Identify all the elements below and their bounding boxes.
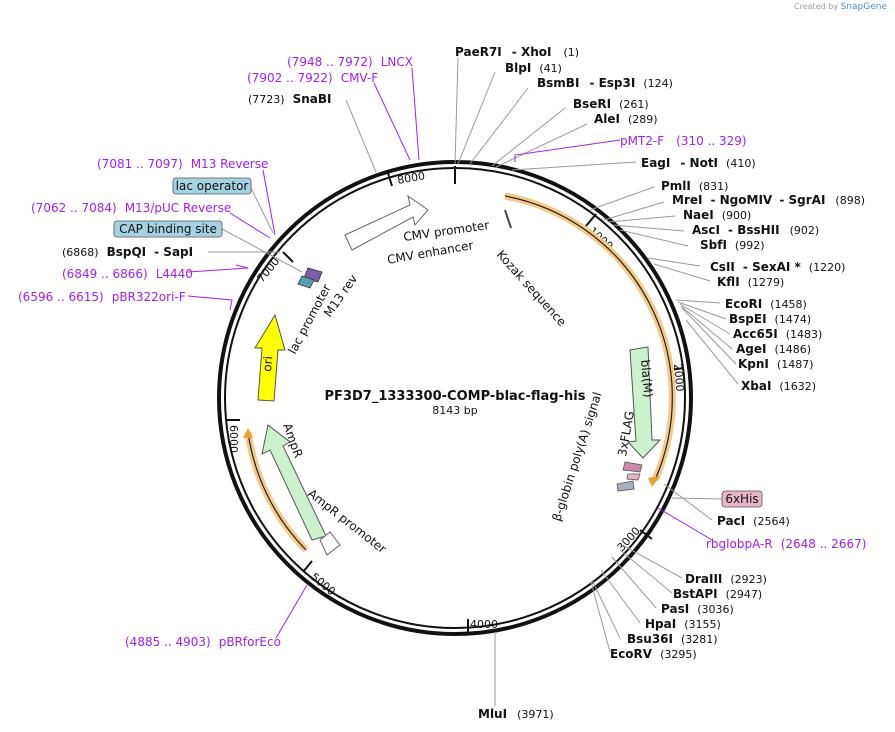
- cap-binding-box: [113, 220, 223, 238]
- enzyme-labels: PaeR7I- XhoI(1) BlpI(41) BsmBI- Esp3I(12…: [62, 45, 865, 721]
- enzyme-leaders: [208, 57, 739, 706]
- snapgene-credit: Created by SnapGene: [794, 2, 887, 12]
- primer-cmv-f: (7902 .. 7922)CMV-F: [247, 71, 378, 85]
- his-box: [721, 490, 763, 508]
- orf-arrowhead: [648, 476, 660, 487]
- ori-arrow: [254, 313, 286, 402]
- primer-labels: (7948 .. 7972)LNCX (7902 .. 7922)CMV-F p…: [18, 55, 866, 649]
- tick-1000: [585, 213, 597, 227]
- enzyme-kpni: KpnI(1487): [738, 357, 813, 371]
- enzyme-agei: AgeI(1486): [736, 342, 811, 356]
- label-bla: bla(M): [638, 359, 655, 398]
- lac-operator-box: [172, 177, 252, 195]
- orf-line: [504, 195, 673, 481]
- enzyme-bspqi-sapi: (6868)BspQI- SapI: [62, 245, 193, 259]
- m13rev-feature: [297, 275, 315, 289]
- bla-gene-arrow: [626, 346, 662, 459]
- enzyme-acc65i: Acc65I(1483): [733, 327, 822, 341]
- primer-m13-reverse: (7081 .. 7097)M13 Reverse: [97, 157, 268, 171]
- primer-l4440: (6849 .. 6866)L4440: [62, 267, 193, 281]
- primer-lncx: (7948 .. 7972)LNCX: [287, 55, 413, 69]
- enzyme-blpi: BlpI(41): [505, 61, 562, 75]
- enzyme-paer7i-xhoi: PaeR7I- XhoI(1): [455, 45, 579, 59]
- enzyme-alei: AleI(289): [594, 112, 658, 126]
- enzyme-sbfi: SbfI(992): [700, 238, 765, 252]
- enzyme-bstapi: BstAPI(2947): [673, 587, 762, 601]
- label-polya: β-globin poly(A) signal: [550, 390, 605, 523]
- label-6xhis: 6xHis: [725, 492, 758, 506]
- flag-tag: [622, 461, 643, 473]
- tick-3000: [639, 529, 653, 540]
- label-cmv-enhancer: CMV enhancer: [386, 238, 474, 267]
- credit-prefix: Created by: [794, 2, 839, 11]
- enzyme-asci-bsshii: AscI- BssHII(902): [692, 223, 819, 237]
- enzyme-mrei-ngomiv-sgrai: MreI- NgoMIV- SgrAI(898): [672, 193, 865, 207]
- enzyme-draiii: DraIII(2923): [685, 572, 767, 586]
- primer-pbrforeco: (4885 .. 4903)pBRforEco: [125, 635, 281, 649]
- enzyme-bseri: BseRI(261): [573, 97, 649, 111]
- label-cap-binding: CAP binding site: [119, 222, 217, 236]
- label-kozak: Kozak sequence: [494, 248, 569, 329]
- cmv-arrow: [344, 194, 429, 251]
- ampr-promoter-arrow: [319, 531, 341, 556]
- plasmid-name: PF3D7_1333300-COMP-blac-flag-his: [325, 389, 586, 404]
- enzyme-pmli: PmlI(831): [661, 179, 728, 193]
- primer-leaders: [187, 67, 713, 639]
- enzyme-bspei: BspEI(1474): [729, 312, 811, 326]
- enzyme-hpai: HpaI(3155): [645, 617, 721, 631]
- enzyme-pasi: PasI(3036): [661, 602, 734, 616]
- tick-8000: [387, 172, 393, 187]
- label-ori: ori: [260, 355, 275, 372]
- enzyme-kfli: KflI(1279): [717, 275, 784, 289]
- enzyme-ecorv: EcoRV(3295): [610, 647, 697, 661]
- kozak-marker: [504, 209, 512, 229]
- enzyme-mlui: MluI(3971): [478, 707, 554, 721]
- plasmid-length: 8143 bp: [432, 404, 477, 417]
- enzyme-xbai: XbaI(1632): [741, 379, 816, 393]
- enzyme-paci: PacI(2564): [717, 514, 790, 528]
- primer-rbglobpa-r: rbglobpA-R(2648 .. 2667): [706, 537, 866, 551]
- tick-7000: [282, 251, 294, 263]
- primer-m13-puc-reverse: (7062 .. 7084)M13/pUC Reverse: [31, 201, 231, 215]
- enzyme-bsu36i: Bsu36I(3281): [627, 632, 718, 646]
- primer-pmt2-f: pMT2-F(310 .. 329): [620, 134, 747, 148]
- label-lac-promoter: lac promoter: [285, 282, 333, 356]
- box-leaders: [221, 185, 723, 500]
- label-lac-operator: lac operator: [176, 179, 249, 193]
- ampr-arrow: [261, 424, 327, 541]
- primer-pbr322ori-f: (6596 .. 6615)pBR322ori-F: [18, 290, 186, 304]
- tick-label-4000: 4000: [470, 618, 498, 631]
- tick-label-6000: 6000: [227, 425, 240, 453]
- backbone-highlight-line: [247, 431, 307, 551]
- tick-5000: [302, 560, 313, 573]
- enzyme-eagi-noti: EagI- NotI(410): [641, 156, 756, 170]
- enzyme-naei: NaeI(900): [683, 208, 751, 222]
- enzyme-ecori: EcoRI(1458): [725, 297, 807, 311]
- enzyme-csii-sexai: CsII- SexAI *(1220): [710, 260, 845, 274]
- enzyme-bsmbi-esp3i: BsmBI- Esp3I(124): [537, 76, 673, 90]
- his-tag: [626, 473, 641, 481]
- backbone-arrowhead: [243, 428, 253, 438]
- enzyme-snabi: (7723)SnaBI: [248, 92, 331, 106]
- tick-label-8000: 8000: [396, 169, 426, 187]
- label-3xflag: 3xFLAG: [615, 410, 637, 458]
- polya-feature: [616, 480, 635, 492]
- credit-brand: SnapGene: [840, 2, 887, 12]
